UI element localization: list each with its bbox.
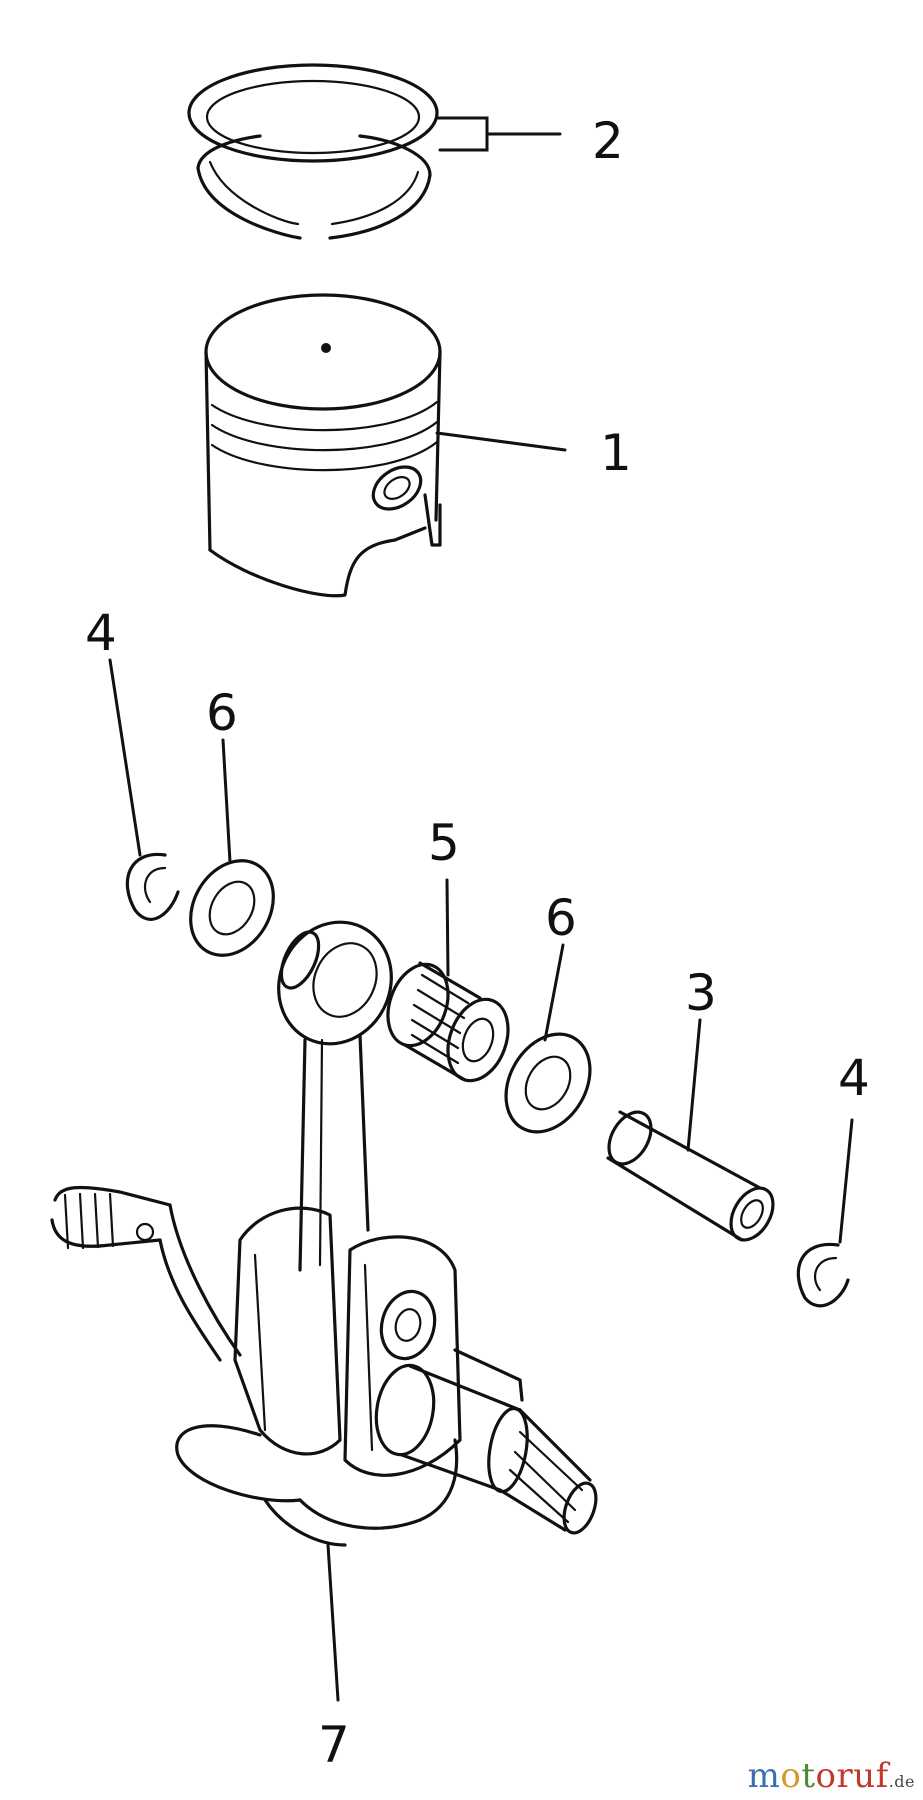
watermark-tld: .de: [888, 1772, 915, 1791]
leader-6-left: [221, 738, 232, 864]
washer-right: [504, 1032, 592, 1134]
watermark-letter-t: t: [801, 1756, 816, 1796]
leader-3: [686, 1018, 702, 1152]
piston: [204, 293, 442, 598]
callout-1: 1: [600, 424, 632, 482]
circlip-right: [796, 1242, 850, 1308]
leader-4-left: [108, 658, 142, 857]
callout-4-right: 4: [838, 1049, 870, 1107]
callout-2: 2: [592, 112, 624, 170]
leader-7: [326, 1543, 340, 1702]
leader-2: [435, 116, 562, 152]
needle-bearing: [386, 961, 510, 1083]
piston-rings: [187, 63, 439, 240]
washer-left: [189, 859, 275, 957]
watermark-logo: motoruf.de: [748, 1756, 915, 1796]
callout-7: 7: [318, 1716, 350, 1774]
leader-5: [445, 878, 450, 977]
leader-6-right: [543, 943, 565, 1042]
callout-4-left: 4: [85, 604, 117, 662]
crankshaft: [50, 920, 598, 1547]
callout-6-left: 6: [206, 684, 238, 742]
watermark-letter-m: m: [747, 1756, 781, 1796]
watermark-letters-oruf: oruf: [815, 1756, 889, 1796]
leader-4-right: [838, 1118, 854, 1244]
piston-pin: [606, 1110, 775, 1242]
callout-5: 5: [428, 814, 460, 872]
circlip-left: [125, 852, 180, 921]
callout-3: 3: [685, 964, 717, 1022]
leader-1: [435, 431, 567, 452]
watermark-letter-o: o: [780, 1756, 802, 1796]
callout-6-right: 6: [545, 889, 577, 947]
